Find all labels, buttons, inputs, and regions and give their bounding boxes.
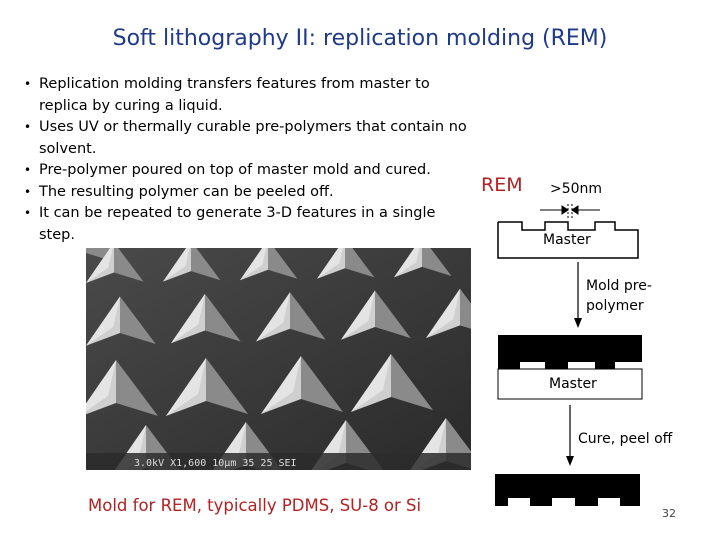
master-label-1: Master: [543, 232, 591, 248]
photo-caption: Mold for REM, typically PDMS, SU-8 or Si: [88, 496, 422, 515]
replica-mold: [495, 474, 640, 506]
page-number: 32: [662, 507, 676, 520]
bullet-item: Pre-polymer poured on top of master mold…: [24, 160, 474, 182]
bullet-item: The resulting polymer can be peeled off.: [24, 182, 474, 204]
master-base: [497, 368, 643, 400]
sem-pyramid-image: 3.0kV X1,600 10μm 35 25 SEI: [86, 248, 471, 470]
bullet-item: Replication molding transfers features f…: [24, 74, 474, 117]
sem-info-text: 3.0kV X1,600 10μm 35 25 SEI: [134, 458, 297, 469]
dimension-arrows: [540, 204, 600, 218]
bullet-item: It can be repeated to generate 3-D featu…: [24, 203, 474, 246]
master-outline: [497, 221, 639, 259]
bullet-list: Replication molding transfers features f…: [24, 74, 474, 246]
arrow-head: [566, 456, 574, 466]
bullet-item: Uses UV or thermally curable pre-polymer…: [24, 117, 474, 160]
dimension-label: >50nm: [550, 181, 603, 197]
mold-prepolymer-label: Mold pre- polymer: [586, 278, 652, 314]
master-label-2: Master: [549, 376, 597, 392]
cure-peel-label: Cure, peel off: [578, 431, 673, 447]
arrow-head: [574, 318, 582, 328]
rem-label: REM: [481, 174, 523, 196]
slide-title: Soft lithography II: replication molding…: [112, 26, 608, 51]
master-top-features: [498, 362, 642, 369]
